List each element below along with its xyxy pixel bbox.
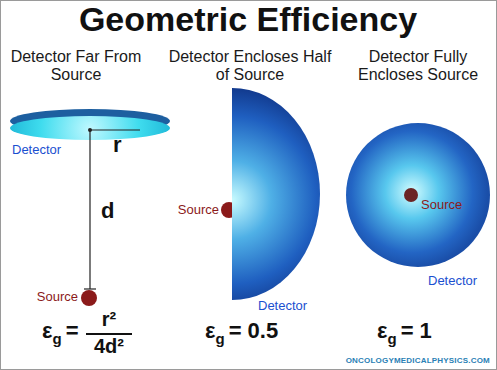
source-label: Source: [37, 290, 78, 305]
detector-label-text: Detector: [258, 298, 307, 313]
fraction-bar: [86, 333, 132, 335]
formula-symbol: ε: [377, 318, 387, 343]
radius-line: [90, 129, 140, 130]
formula-numerator: r²: [102, 308, 116, 331]
title-text: Geometric Efficiency: [79, 0, 417, 38]
sphere-detector: [346, 123, 490, 267]
formula-subscript: g: [387, 330, 396, 347]
column-heading-text: Detector Encloses Half of Source: [169, 48, 332, 83]
formula-symbol-text: ε: [42, 318, 52, 343]
source-label: Source: [178, 203, 219, 218]
distance-line: [89, 130, 90, 289]
formula-subscript: g: [52, 330, 61, 347]
detector-label-text: Detector: [428, 273, 477, 288]
formula-subscript-text: g: [52, 330, 61, 347]
radius-label-text: r: [113, 132, 122, 157]
formula-equals-text: =: [66, 318, 79, 343]
radius-label: r: [113, 132, 122, 157]
source-label-text: Source: [37, 289, 78, 304]
hemisphere-detector: [232, 88, 320, 300]
column-heading-text: Detector Far From Source: [11, 48, 142, 83]
formula-symbol-text: ε: [205, 318, 215, 343]
source-label-text: Source: [421, 197, 462, 212]
detector-label: Detector: [428, 274, 477, 289]
title: Geometric Efficiency: [79, 0, 417, 39]
formula-value: = 1: [401, 318, 432, 343]
formula-subscript: g: [215, 330, 224, 347]
source-label: Source: [421, 198, 462, 213]
formula-symbol: ε: [42, 318, 52, 343]
watermark-text: ONCOLOGYMEDICALPHYSICS.COM: [346, 356, 490, 365]
detector-label: Detector: [258, 299, 307, 314]
watermark: ONCOLOGYMEDICALPHYSICS.COM: [346, 356, 490, 365]
distance-label: d: [101, 198, 114, 223]
formula-value-text: = 0.5: [229, 318, 279, 343]
source-dot: [404, 188, 418, 202]
formula-subscript-text: g: [387, 330, 396, 347]
source-label-text: Source: [178, 202, 219, 217]
column-heading: Detector Far From Source: [6, 48, 146, 85]
column-heading: Detector Fully Encloses Source: [343, 48, 493, 85]
distance-tick: [84, 288, 96, 289]
column-heading: Detector Encloses Half of Source: [168, 48, 333, 85]
detector-label: Detector: [12, 143, 61, 158]
formula-numerator-text: r²: [102, 308, 116, 330]
detector-label-text: Detector: [12, 142, 61, 157]
distance-label-text: d: [101, 198, 114, 223]
formula-subscript-text: g: [215, 330, 224, 347]
formula-symbol-text: ε: [377, 318, 387, 343]
formula-symbol: ε: [205, 318, 215, 343]
formula-equals: =: [66, 318, 79, 343]
formula-value: = 0.5: [229, 318, 279, 343]
formula-value-text: = 1: [401, 318, 432, 343]
formula-denominator-text: 4d²: [94, 335, 124, 357]
source-dot: [81, 290, 97, 306]
column-heading-text: Detector Fully Encloses Source: [358, 48, 478, 83]
formula-denominator: 4d²: [94, 335, 124, 358]
